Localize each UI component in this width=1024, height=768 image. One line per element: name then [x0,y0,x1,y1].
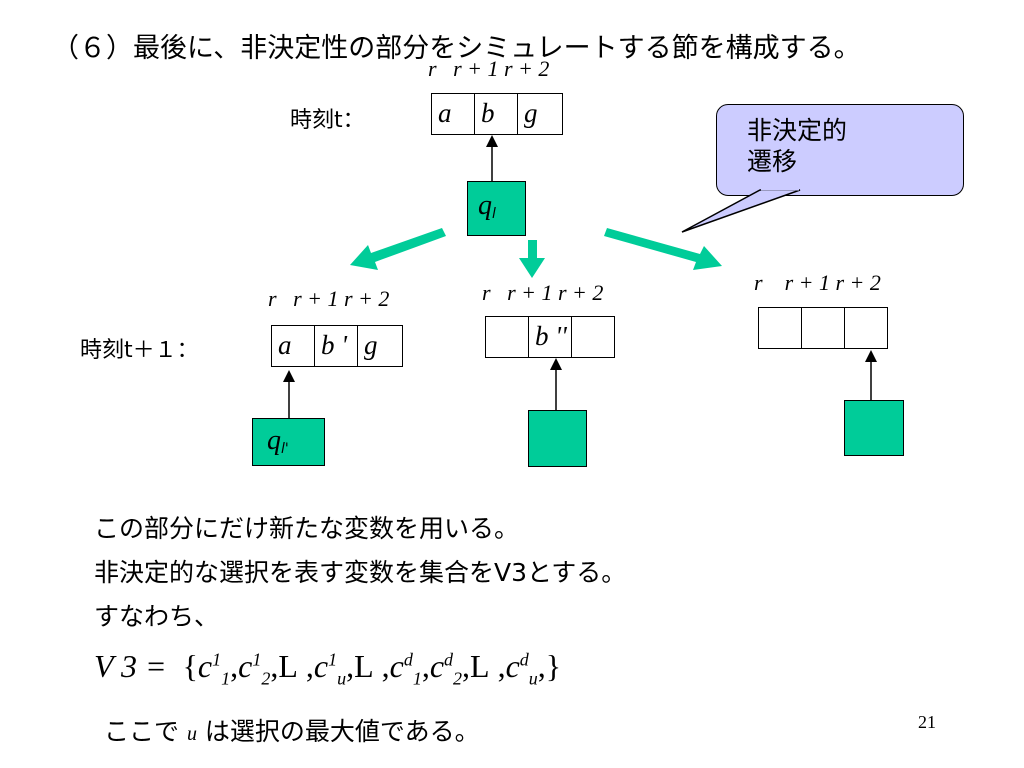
head-top-state: q [478,190,492,221]
tape-right-cell-r1 [802,308,845,348]
note-line: ここで u は選択の最大値である。 [104,712,480,748]
tape-left-cell-r2: g [364,330,378,360]
index-labels-left: r r + 1 r + 2 [268,286,390,311]
tape-right-cell-r [759,308,802,348]
tape-top-cell-r: a [432,94,475,134]
callout-line1: 非決定的 [747,116,848,145]
index-r: r [428,56,437,81]
note-post: は選択の最大値である。 [204,717,480,746]
time-t-label: 時刻t： [290,108,365,133]
tape-middle-cell-r1: b '' [529,317,572,357]
head-top: ql [467,181,526,236]
head-left: ql' [252,418,325,466]
index-labels-right: r r + 1 r + 2 [754,270,881,295]
note-pre: ここで [104,717,180,746]
formula-v3: V 3 = {c11,c12,L ,c1u,L ,cd1,cd2,L ,cdu,… [94,648,562,689]
transition-arrow-middle [519,240,545,278]
page-number: 21 [918,712,936,732]
callout-line2: 遷移 [747,147,798,176]
index-r2: r + 2 [503,56,550,81]
formula-lhs: V 3 = [94,648,167,684]
head-left-state: q [267,425,281,456]
tape-top-cell-r1: b [475,94,518,134]
transition-arrow-right [604,228,722,270]
body-line-1: この部分にだけ新たな変数を用いる。 [94,514,520,543]
head-top-sub: l [492,206,496,223]
tape-top-cell-r2: g [524,98,538,128]
head-left-sub: l' [281,441,289,458]
tape-left: a b ' g [271,325,403,367]
tape-left-cell-r1: b ' [315,326,358,366]
index-r1: r + 1 [453,56,499,81]
body-line-2: 非決定的な選択を表す変数を集合をV3とする。 [94,558,627,587]
callout-tail [681,189,801,233]
head-middle [528,410,587,467]
tape-middle: b '' [485,316,615,358]
note-var: u [186,723,197,745]
index-labels-top: r r + 1 r + 2 [428,56,549,82]
tape-middle-cell-r [486,317,529,357]
callout-nondeterministic: 非決定的 遷移 [716,104,964,196]
tape-right [758,307,888,349]
body-line-3: すなわち、 [94,602,220,631]
tape-top: a b g [431,93,563,135]
tape-left-cell-r: a [272,326,315,366]
index-labels-middle: r r + 1 r + 2 [482,280,604,305]
transition-arrow-left [350,228,446,270]
slide-title: （６）最後に、非決定性の部分をシミュレートする節を構成する。 [52,33,861,64]
time-t1-label: 時刻t＋１： [80,338,199,363]
head-right [844,400,904,456]
